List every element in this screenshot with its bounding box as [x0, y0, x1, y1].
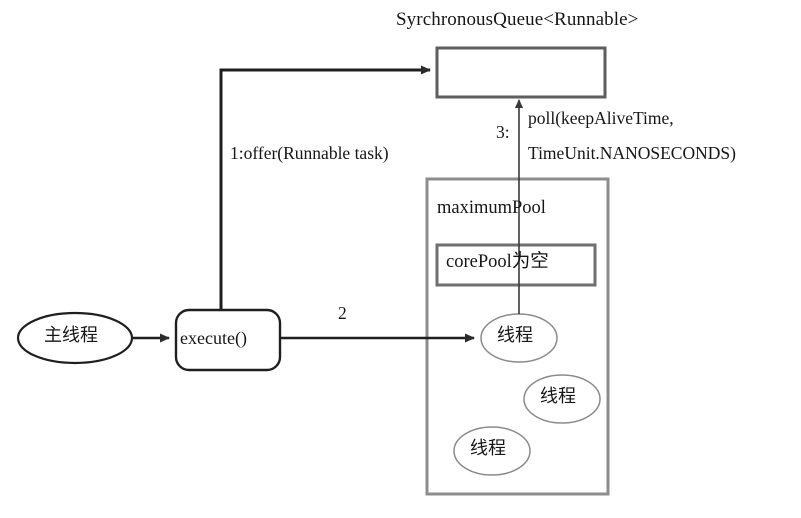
core-pool-box — [435, 243, 597, 287]
poll-edge-label-line1: poll(keepAliveTime, — [528, 108, 674, 128]
core-pool-label: corePool为空 — [446, 252, 549, 272]
poll-edge-label-line2: TimeUnit.NANOSECONDS) — [528, 143, 736, 163]
main-thread-label: 主线程 — [44, 325, 98, 345]
thread-ellipse-3 — [453, 426, 531, 476]
main-thread-ellipse — [16, 311, 134, 365]
execute-label: execute() — [180, 328, 247, 348]
offer-edge-label: 1:offer(Runnable task) — [230, 143, 389, 163]
thread-ellipse-2 — [523, 374, 601, 424]
offer-arrow — [219, 65, 431, 310]
maximum-pool-label: maximumPool — [437, 198, 546, 218]
thread-label-1: 线程 — [497, 325, 533, 345]
thread-label-3: 线程 — [470, 438, 506, 458]
thread-label-2: 线程 — [540, 386, 576, 406]
poll-step-number: 3: — [496, 122, 510, 142]
queue-title: SyrchronousQueue<Runnable> — [396, 9, 639, 30]
execute-box — [174, 308, 282, 372]
synchronous-queue-box — [435, 46, 607, 99]
execute-step-number: 2 — [338, 303, 347, 323]
